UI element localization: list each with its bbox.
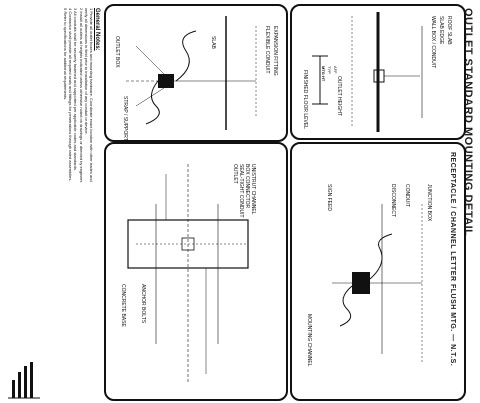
conduit-connection-diagram [126,16,257,130]
label-outlet-height: OUTLET HEIGHT [336,76,342,116]
label-box-connector: BOX CONNECTOR [244,164,250,209]
outlet-height-diagram [312,12,423,132]
label-concrete-base: CONCRETE BASE [120,284,126,327]
dim-mtg-ht: MTG HT [321,66,326,82]
notes-title: General Notes: [94,8,100,51]
note-line: 4 Contractor shall provide all required … [68,8,74,182]
label-strap-support: STRAP / SUPPORT [122,96,128,141]
label-slab-edge: SLAB EDGE [438,16,444,45]
label-sign-feed: SIGN FEED [326,184,332,211]
label-unistrut-channel: UNISTRUT CHANNEL [250,164,256,215]
detail-title-channel-letter: RECEPTACLE / CHANNEL LETTER FLUSH MTG. —… [449,152,456,367]
note-line: 2 Install all outlets at heights indicat… [78,8,84,183]
label-finished-floor: FINISHED FLOOR LEVEL [302,70,308,129]
label-mounting-channel: MOUNTING CHANNEL [306,314,312,367]
label-disconnect: DISCONNECT [390,184,396,218]
label-slab: SLAB [210,36,216,49]
firm-logo-icon [8,362,40,399]
label-flexible-conduit: FLEXIBLE CONDUIT [264,26,270,74]
label-wall-box: WALL BOX / CONDUIT [430,16,436,69]
label-expansion-fitting: EXPANSION FITTING [272,26,278,76]
label-roof-slab: ROOF SLAB [446,16,452,45]
label-anchor-bolts: ANCHOR BOLTS [140,284,146,324]
note-line: 3 All conduits shall be securely fastene… [73,8,79,171]
dim-typ: TYP [327,66,332,74]
label-conduit: CONDUIT [404,184,410,207]
note-line: 1 Provide all outlet boxes and mounting … [89,8,94,182]
detail-panel-bottom-left: UNISTRUT CHANNEL BOX CONNECTOR SEAL-TIGH… [104,142,288,401]
detail-panel-top-left: EXPANSION FITTING FLEXIBLE CONDUIT OUTLE… [104,4,288,142]
label-sealtight-conduit: SEAL-TIGHT CONDUIT [238,164,244,218]
unistrut-mount-diagram [127,164,249,384]
general-notes: General Notes: 1 Provide all outlet boxe… [63,8,100,308]
channel-letter-diagram [332,204,423,364]
label-junction-box: JUNCTION BOX [426,184,432,222]
label-outlet-box: OUTLET BOX [114,36,120,68]
label-outlet: OUTLET [232,164,238,184]
dim-aff: AFF [333,66,338,74]
detail-panel-bottom-right: RECEPTACLE / CHANNEL LETTER FLUSH MTG. —… [290,142,466,401]
detail-panel-top-right: ROOF SLAB SLAB EDGE WALL BOX / CONDUIT O… [290,4,466,140]
